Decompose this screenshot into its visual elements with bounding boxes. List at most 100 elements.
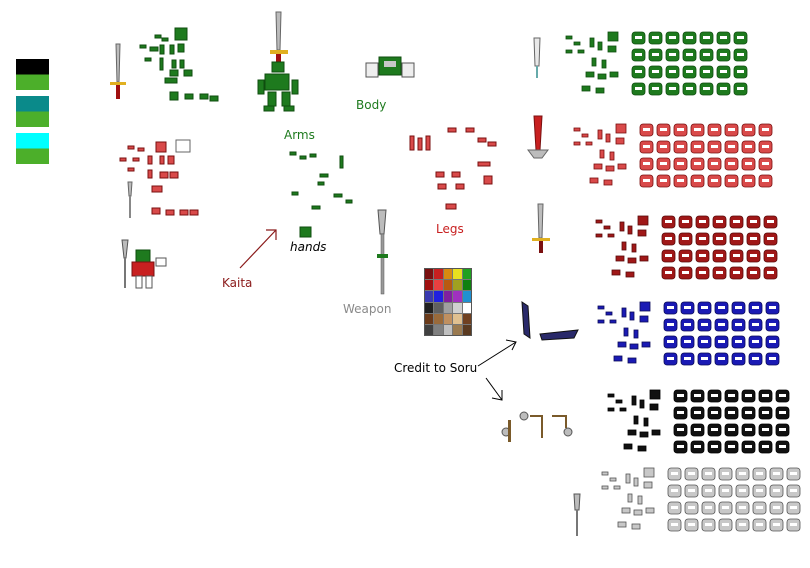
sprite-limb (631, 523, 641, 530)
sprite-sheet-canvas (595, 215, 778, 280)
sprite-limb (637, 495, 643, 505)
sprite-eye (669, 36, 676, 39)
sprite-limb (593, 163, 603, 170)
palette-cell (453, 280, 462, 291)
hands-label: hands (290, 240, 327, 254)
sprite-limb (609, 319, 617, 324)
sprite-eye (737, 87, 744, 90)
sprite-eye (762, 411, 769, 414)
sprite-eye (762, 445, 769, 448)
sprite-eye (660, 179, 667, 182)
kaita-sprite (121, 239, 167, 289)
sprite-eye (682, 237, 689, 240)
sprite-eye (643, 179, 650, 182)
palette-cell (425, 280, 434, 291)
sprite-eye (745, 394, 752, 397)
sprite-eye (677, 428, 684, 431)
sprite-eye (688, 506, 695, 509)
color-palette (424, 268, 472, 336)
sprite-eye (745, 145, 752, 148)
sprite-limb (577, 49, 585, 54)
sprite-eye (745, 428, 752, 431)
sprite-limb (581, 133, 589, 138)
sprite-eye (686, 87, 693, 90)
sprite-eye (752, 323, 759, 326)
sprite-limb (639, 255, 649, 262)
sprite-eye (745, 445, 752, 448)
sprite-eye (790, 506, 797, 509)
sprite-eye (790, 472, 797, 475)
sprite-eye (728, 394, 735, 397)
sprite-eye (643, 145, 650, 148)
sprite-eye (762, 145, 769, 148)
blue-sheet (594, 298, 794, 368)
sprite-eye (671, 523, 678, 526)
sprite-limb (633, 329, 639, 339)
sprite-limb (617, 521, 627, 528)
palette-cell (443, 313, 453, 324)
sprite-eye (701, 323, 708, 326)
sprite-limb (565, 35, 573, 40)
sprite-limb (613, 355, 623, 362)
sprite-limb (639, 301, 651, 312)
sprite-eye (773, 472, 780, 475)
sprite-eye (699, 237, 706, 240)
sprite-limb (615, 255, 625, 262)
sprite-eye (688, 523, 695, 526)
sprite-eye (643, 162, 650, 165)
sprite-limb (623, 327, 629, 337)
sprite-limb (597, 73, 607, 80)
sprite-eye (722, 506, 729, 509)
sprite-eye (720, 87, 727, 90)
sprite-eye (720, 70, 727, 73)
hand-sprite (299, 226, 312, 238)
sprite-eye (737, 70, 744, 73)
sprite-eye (694, 128, 701, 131)
sprite-eye (728, 128, 735, 131)
sprite-eye (682, 220, 689, 223)
sprite-limb (619, 407, 627, 412)
sprite-eye (769, 340, 776, 343)
sprite-limb (629, 343, 639, 350)
sprite-limb (595, 87, 605, 94)
sprite-limb (573, 41, 581, 46)
sprite-eye (756, 489, 763, 492)
sprite-eye (684, 340, 691, 343)
sprite-sheet-canvas (565, 31, 748, 96)
sprite-limb (573, 141, 581, 146)
sprite-sheet-canvas (573, 123, 773, 188)
sprite-eye (767, 220, 774, 223)
sprite-eye (677, 179, 684, 182)
sprite-eye (728, 445, 735, 448)
sprite-eye (694, 145, 701, 148)
sprite-eye (722, 489, 729, 492)
sprite-eye (635, 87, 642, 90)
sprite-eye (735, 340, 742, 343)
sprite-eye (694, 162, 701, 165)
sprite-eye (652, 53, 659, 56)
sprite-eye (665, 220, 672, 223)
sprite-eye (733, 254, 740, 257)
sprite-limb (639, 315, 649, 323)
credit-arrows (477, 339, 517, 401)
sprite-eye (705, 472, 712, 475)
sprite-eye (652, 87, 659, 90)
palette-cell (425, 302, 434, 313)
sprite-limb (585, 71, 595, 78)
legs-sprites (409, 127, 497, 210)
sprite-limb (617, 163, 627, 170)
sprite-limb (607, 45, 617, 53)
sprite-eye (635, 70, 642, 73)
palette-cell (443, 302, 453, 313)
palette-cell (453, 302, 462, 313)
weapon-column (501, 37, 581, 536)
sprite-limb (581, 85, 591, 92)
sprite-eye (735, 357, 742, 360)
sprite-limb (617, 341, 627, 348)
sprite-eye (694, 411, 701, 414)
sprite-eye (773, 506, 780, 509)
sprite-limb (627, 225, 633, 235)
sprite-sheet-canvas (601, 467, 801, 532)
sprite-eye (716, 237, 723, 240)
sprite-eye (669, 87, 676, 90)
